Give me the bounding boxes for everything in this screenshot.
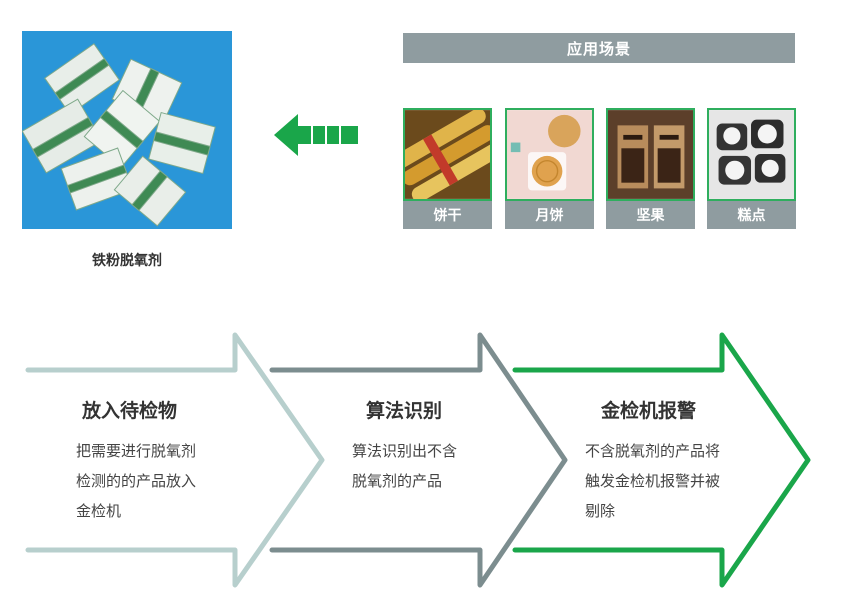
step1-arrow-outline <box>25 332 325 588</box>
step2-line: 脱氧剂的产品 <box>352 472 443 490</box>
step2-description: 算法识别出不含 脱氧剂的产品 <box>352 436 457 496</box>
step3-line: 不含脱氧剂的产品将 <box>585 442 721 460</box>
step1-line: 金检机 <box>76 502 122 520</box>
biscuit-image <box>403 108 492 201</box>
step1-line: 检测的的产品放入 <box>76 472 197 490</box>
step1-description: 把需要进行脱氧剂 检测的的产品放入 金检机 <box>76 436 196 526</box>
nuts-image <box>606 108 695 201</box>
process-flow <box>25 332 811 588</box>
pastry-image <box>707 108 796 201</box>
arrow-left-icon <box>274 114 358 156</box>
scenario-label-nuts: 坚果 <box>606 201 695 229</box>
product-caption: 铁粉脱氧剂 <box>92 253 162 269</box>
step3-arrow-outline <box>512 332 811 588</box>
step1-title: 放入待检物 <box>82 400 178 422</box>
step2-line: 算法识别出不含 <box>352 442 458 460</box>
step1-line: 把需要进行脱氧剂 <box>76 442 197 460</box>
scenario-card-mooncake: 月饼 <box>505 108 594 229</box>
step3-description: 不含脱氧剂的产品将 触发金检机报警并被 剔除 <box>585 436 720 526</box>
step2-arrow-outline <box>269 332 568 588</box>
scenarios-title: 应用场景 <box>403 33 795 63</box>
deoxidizer-product-image <box>22 31 232 229</box>
scenario-label-mooncake: 月饼 <box>505 201 594 229</box>
scenario-card-pastry: 糕点 <box>707 108 796 229</box>
scenario-label-pastry: 糕点 <box>707 201 796 229</box>
step3-line: 触发金检机报警并被 <box>585 472 721 490</box>
step3-title: 金检机报警 <box>601 400 697 422</box>
scenario-label-biscuit: 饼干 <box>403 201 492 229</box>
step2-title: 算法识别 <box>366 400 443 422</box>
scenario-card-biscuit: 饼干 <box>403 108 492 229</box>
scenario-card-nuts: 坚果 <box>606 108 695 229</box>
mooncake-image <box>505 108 594 201</box>
step3-line: 剔除 <box>585 502 616 520</box>
